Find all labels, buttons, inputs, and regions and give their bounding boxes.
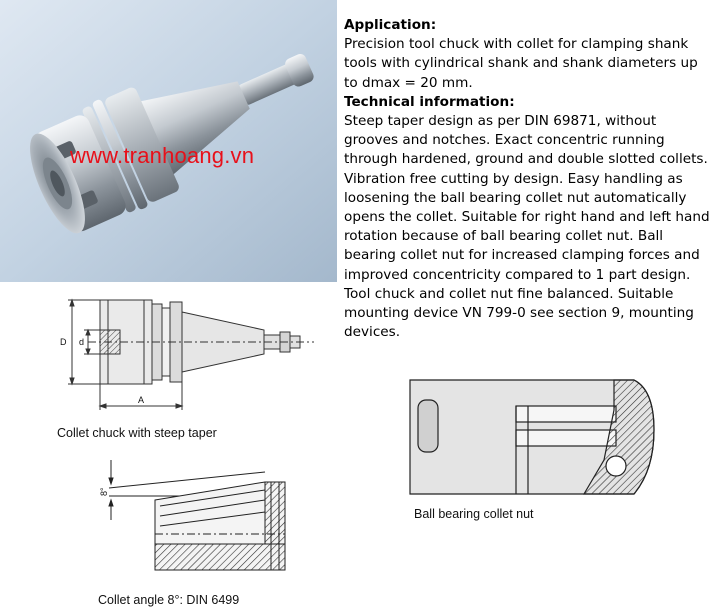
chuck-caption: Collet chuck with steep taper (57, 426, 217, 440)
collet-drawing: 8° (95, 450, 300, 582)
application-text: Precision tool chuck with collet for cla… (344, 36, 698, 91)
nut-caption: Ball bearing collet nut (414, 507, 534, 521)
dim-D-label: D (60, 337, 67, 347)
ball-bearing-nut-drawing (404, 370, 659, 502)
dim-A-label: A (138, 395, 144, 405)
watermark-text: www.tranhoang.vn (70, 143, 255, 168)
application-heading: Application: (344, 17, 437, 33)
technical-text: Steep taper design as per DIN 69871, wit… (344, 113, 710, 341)
technical-heading: Technical information: (344, 93, 515, 110)
dim-d-label: d (79, 337, 84, 347)
collet-angle-label: 8° (99, 487, 109, 496)
product-photo (0, 0, 337, 282)
collet-caption: Collet angle 8°: DIN 6499 (98, 593, 240, 607)
description-text: Application: Precision tool chuck with c… (344, 16, 710, 342)
collet-chuck-drawing: D d A (52, 292, 322, 417)
